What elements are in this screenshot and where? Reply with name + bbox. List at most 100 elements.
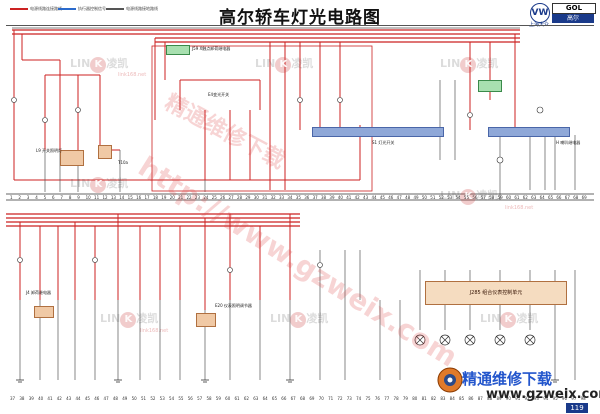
lk-sub-3: link168.net — [140, 328, 169, 334]
ruler-tick: 3 — [26, 195, 30, 200]
ground-symbols — [16, 379, 559, 383]
ruler-tick: 28 — [236, 195, 243, 200]
ruler-tick: 39 — [28, 396, 34, 401]
ruler-tick: 15 — [127, 195, 133, 200]
ruler-tick: 56 — [472, 195, 478, 200]
ruler-tick: 76 — [374, 396, 380, 401]
ruler-tick: 57 — [197, 396, 203, 401]
model-label: GOL — [552, 3, 596, 14]
left-feeds — [13, 30, 516, 190]
ruler-tick: 21 — [178, 195, 184, 200]
ruler-tick: 65 — [547, 195, 554, 200]
ruler-tick: 41 — [47, 396, 53, 401]
ruler-tick: 94 — [543, 396, 549, 401]
ruler-tick: 48 — [405, 195, 411, 200]
ruler-tick: 46 — [388, 195, 394, 200]
ruler-tick: 78 — [393, 396, 399, 401]
ruler-tick: 32 — [270, 195, 276, 200]
relay-left-2 — [98, 145, 112, 159]
footer-brand-cn: 精通维修下载 — [462, 370, 553, 388]
ruler-tick: 29 — [245, 195, 251, 200]
ruler-tick: 87 — [477, 396, 483, 401]
ruler-tick: 82 — [430, 396, 437, 401]
ruler-tick: 31 — [262, 195, 268, 200]
ruler-tick: 68 — [300, 396, 306, 401]
legend-power: 电源线路连接路线 — [10, 6, 62, 12]
left-box-1 — [34, 306, 54, 318]
ruler-tick: 73 — [346, 396, 352, 401]
ruler-tick: 56 — [187, 396, 193, 401]
ruler-tick: 37 — [10, 396, 16, 401]
ruler-tick: 12 — [102, 195, 108, 200]
relay-right-symbol — [478, 80, 502, 92]
switch-section-frame — [151, 45, 373, 192]
ruler-tick: 48 — [112, 396, 118, 401]
ruler-tick: 50 — [131, 396, 137, 401]
ruler-tick: 13 — [110, 195, 116, 200]
ruler-tick: 97 — [571, 396, 577, 401]
ruler-tick: 61 — [234, 396, 240, 401]
ruler-tick: 1 — [10, 195, 13, 200]
ruler-tick: 89 — [496, 396, 502, 401]
ruler-tick: 62 — [522, 195, 528, 200]
relay-top-symbol — [166, 45, 190, 55]
relay-left-1 — [60, 150, 84, 166]
ruler-tick: 4 — [35, 195, 38, 200]
ruler-tick: 69 — [581, 195, 587, 200]
ruler-tick: 91 — [515, 396, 521, 401]
connector-points — [11, 97, 544, 273]
legend-control: 执行器控制信号 — [58, 6, 106, 12]
ruler-tick: 41 — [346, 195, 352, 200]
ruler-tick: 58 — [206, 396, 212, 401]
legend-ground-label: 电源线路接地路线 — [126, 6, 158, 11]
footer-brand-url: www.gzweix.com — [486, 387, 600, 402]
ruler-tick: 92 — [524, 396, 530, 401]
ruler-tick: 17 — [144, 195, 150, 200]
ruler-tick: 83 — [440, 396, 446, 401]
ruler-tick: 77 — [384, 396, 390, 401]
ruler-tick: 10 — [85, 195, 91, 200]
ruler-tick: 65 — [271, 396, 278, 401]
ruler-tick: 80 — [412, 396, 418, 401]
ruler-tick: 55 — [178, 396, 184, 401]
ruler-tick: 43 — [66, 396, 72, 401]
ruler-tick: 86 — [468, 396, 474, 401]
ruler-tick: 52 — [150, 396, 156, 401]
ruler-tick: 66 — [556, 195, 562, 200]
ruler-tick: 23 — [194, 195, 201, 200]
ruler-tick: 42 — [354, 195, 360, 200]
ruler-tick: 8 — [68, 195, 72, 200]
ruler-tick: 11 — [94, 195, 100, 200]
ruler-tick: 9 — [77, 195, 80, 200]
ruler-tick: 60 — [225, 396, 231, 401]
ruler-tick: 14 — [119, 195, 125, 200]
ruler-tick: 93 — [533, 396, 539, 401]
ruler-tick: 74 — [356, 396, 362, 401]
ruler-tick: 79 — [402, 396, 408, 401]
ruler-tick: 40 — [38, 396, 44, 401]
relay-left-2-label: T10a — [118, 160, 128, 165]
ruler-tick: 22 — [186, 195, 192, 200]
ruler-tick: 5 — [43, 195, 47, 200]
legend-control-label: 执行器控制信号 — [78, 6, 106, 11]
ruler-tick: 71 — [328, 396, 334, 401]
ruler-tick: 55 — [463, 195, 469, 200]
ruler-tick: 2 — [18, 195, 21, 200]
ruler-tick: 24 — [203, 195, 209, 200]
lk-sub-2: link168.net — [505, 205, 534, 211]
ruler-tick: 75 — [365, 396, 371, 401]
ruler-tick: 58 — [489, 195, 495, 200]
ruler-tick: 59 — [215, 396, 221, 401]
switch-top-label: E4变光开关 — [208, 92, 230, 97]
ruler-tick: 64 — [539, 195, 545, 200]
ruler-tick: 98 — [580, 396, 586, 401]
ruler-tick: 27 — [228, 195, 234, 200]
relay-mid-label: E20 仪表照明调节器 — [215, 303, 252, 308]
instrument-cluster-module: J285 组合仪表控制单元 — [425, 281, 567, 305]
header-divider — [6, 25, 594, 26]
